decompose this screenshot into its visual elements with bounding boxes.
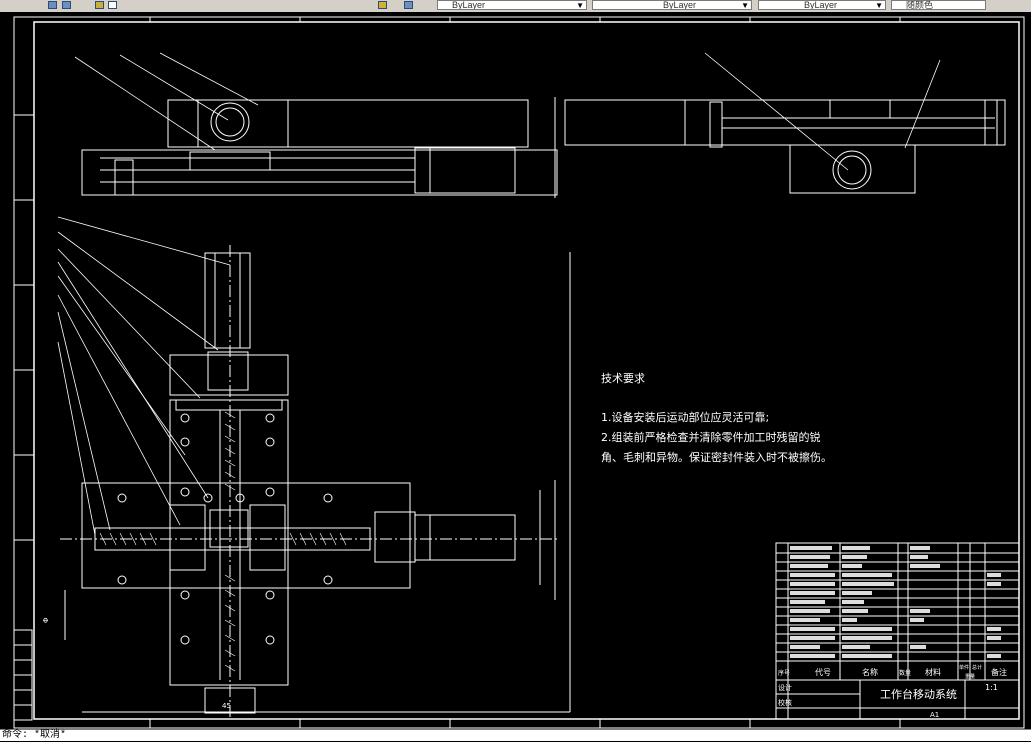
bom-row-fills — [790, 546, 1001, 658]
plotstyle-select[interactable]: 随颜色 — [891, 0, 986, 10]
bom-header-total-weight: 总计 — [972, 664, 982, 671]
layer-icon[interactable] — [48, 1, 57, 9]
bom-header-material: 材料 — [925, 667, 941, 677]
bom-header-qty: 数量 — [899, 669, 911, 677]
color-value: ByLayer — [804, 0, 838, 10]
cad-drawing: 技术要求 1.设备安装后运动部位应灵活可靠; 2.组装前严格检查并清除零件加工时… — [13, 16, 1025, 729]
bottom-dimension-label: 45 — [222, 702, 231, 710]
zone-ticks — [14, 17, 901, 728]
bom-header-unit-weight: 单件 — [959, 664, 969, 671]
plan-view — [60, 245, 571, 720]
ball-screw-threads — [99, 411, 347, 672]
sheet-size: A1 — [930, 711, 939, 719]
drawing-title: 工作台移动系统 — [880, 687, 957, 701]
leader-lines — [57, 52, 941, 536]
properties-toolbar: ByLayer ▼ ByLayer ▼ ByLayer ▼ 随颜色 — [0, 0, 1031, 13]
left-dimension-label: Φ — [42, 617, 50, 623]
lineweight-value: ByLayer — [663, 0, 697, 10]
plotstyle-value: 随颜色 — [906, 0, 934, 10]
drawing-scale: 1:1 — [985, 683, 998, 692]
bom-header-weight: 重量 — [965, 673, 975, 680]
designer-label: 设计 — [778, 683, 792, 692]
sheet-outer-border — [13, 16, 1025, 729]
sheet-inner-border — [33, 21, 1020, 720]
front-view-left — [81, 97, 558, 198]
mounting-holes — [117, 413, 333, 645]
side-view-right — [564, 99, 1006, 194]
chevron-down-icon[interactable]: ▼ — [875, 1, 883, 10]
layer-state-icon[interactable] — [62, 1, 71, 9]
layer-manager-icon[interactable] — [404, 1, 413, 9]
checker-label: 校核 — [778, 698, 792, 707]
command-prompt: 命令: *取消* — [2, 730, 67, 741]
layer-previous-icon[interactable] — [95, 1, 104, 9]
tech-requirements-title: 技术要求 — [601, 372, 645, 385]
tech-requirement-1: 1.设备安装后运动部位应灵活可靠; — [601, 410, 769, 424]
command-line[interactable]: 命令: *取消* — [0, 729, 1031, 741]
tech-requirement-3: 角、毛刺和异物。保证密封件装入时不被擦伤。 — [601, 450, 832, 464]
linetype-value: ByLayer — [452, 0, 486, 10]
chevron-down-icon[interactable]: ▼ — [576, 1, 584, 10]
revision-block — [13, 629, 33, 721]
match-properties-icon[interactable] — [378, 1, 387, 9]
bom-header-seq: 序号 — [778, 669, 790, 677]
bom-header-code: 代号 — [815, 667, 831, 677]
linetype-select[interactable]: ByLayer ▼ — [437, 0, 587, 10]
lineweight-select[interactable]: ByLayer ▼ — [592, 0, 752, 10]
color-icon[interactable] — [108, 1, 117, 9]
drawing-canvas[interactable]: 技术要求 1.设备安装后运动部位应灵活可靠; 2.组装前严格检查并清除零件加工时… — [0, 12, 1031, 729]
tech-requirement-2: 2.组装前严格检查并清除零件加工时残留的锐 — [601, 430, 821, 444]
bom-table — [775, 542, 1020, 720]
bom-header-name: 名称 — [862, 667, 878, 677]
chevron-down-icon[interactable]: ▼ — [741, 1, 749, 10]
bom-header-remarks: 备注 — [991, 667, 1007, 677]
color-select[interactable]: ByLayer ▼ — [758, 0, 886, 10]
